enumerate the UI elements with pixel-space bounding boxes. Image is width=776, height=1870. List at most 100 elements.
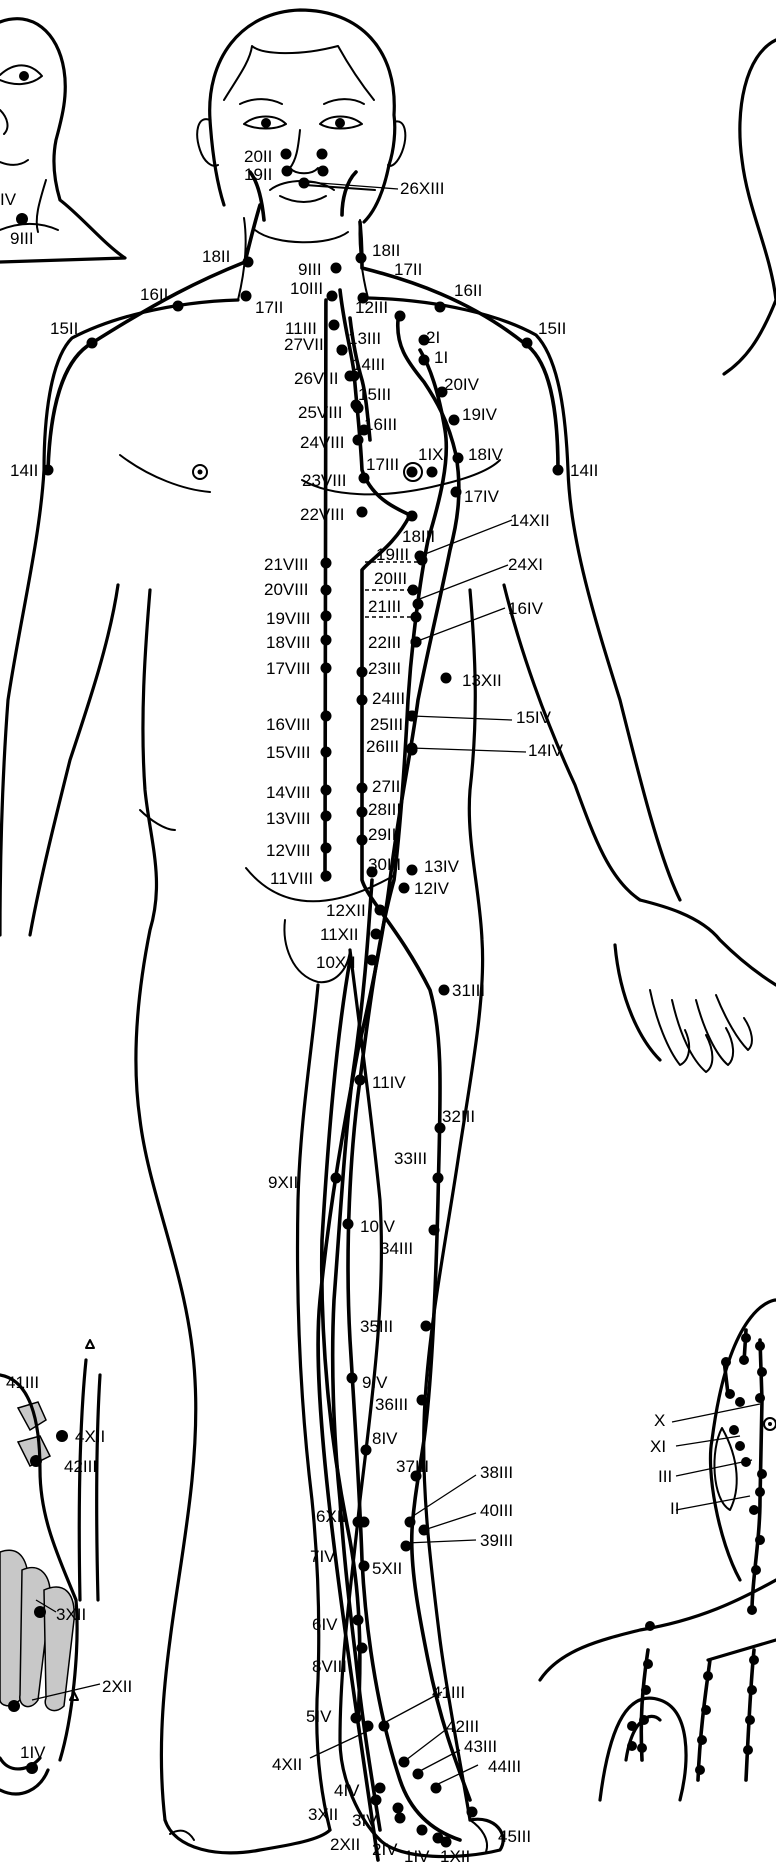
label-27viii: 27VIII — [284, 335, 328, 354]
point-43iii — [413, 1769, 424, 1780]
label-14ii-left: 14II — [10, 461, 38, 480]
point-31iii — [439, 985, 450, 996]
point-9xii — [331, 1173, 342, 1184]
label-24xi: 24XI — [508, 555, 543, 574]
label-45iii: 45III — [498, 1827, 531, 1846]
label-12xii: 12XII — [326, 901, 366, 920]
point-35iii — [421, 1321, 432, 1332]
label-38iii: 38III — [480, 1463, 513, 1482]
point-15ii-r — [522, 338, 533, 349]
label-5xii: 5XII — [372, 1559, 402, 1578]
label-18iv: 18IV — [468, 445, 504, 464]
point-27viii — [337, 345, 348, 356]
label-4iv: 4IV — [334, 1781, 360, 1800]
label-13iv: 13IV — [424, 857, 460, 876]
label-15viii: 15VIII — [266, 743, 310, 762]
label-14iv: 14IV — [528, 741, 564, 760]
label-13xii: 13XII — [462, 671, 502, 690]
label-23viii: 23VIII — [302, 471, 346, 490]
point-11viii — [321, 871, 332, 882]
label-42iii: 42III — [446, 1717, 479, 1736]
inset-head-top-right — [724, 40, 776, 374]
label-22viii: 22VIII — [300, 505, 344, 524]
label-34iii: 34III — [380, 1239, 413, 1258]
label-12iv: 12IV — [414, 879, 450, 898]
point-20iii — [408, 585, 419, 596]
point-18iv — [453, 453, 464, 464]
point-10xii — [367, 955, 378, 966]
label-17iv: 17IV — [464, 487, 500, 506]
point-2xii — [395, 1813, 406, 1824]
body-outline — [0, 10, 776, 1857]
label-9iii: 9III — [298, 260, 322, 279]
point-29iii — [357, 835, 368, 846]
point-14iv — [407, 745, 418, 756]
label-19ii: 19II — [244, 165, 272, 184]
point-4xii — [363, 1721, 374, 1732]
point-16ii-l — [173, 301, 184, 312]
label-18ii-left: 18II — [202, 247, 230, 266]
point-11iv — [355, 1075, 366, 1086]
point-18iii — [407, 511, 418, 522]
inset-foot-bottom-left: 41III 4XII 42III 3XII 2XII 1IV — [0, 1340, 132, 1794]
label-25iii: 25III — [370, 715, 403, 734]
label-15iii: 15III — [358, 385, 391, 404]
point-6xii — [359, 1517, 370, 1528]
label-inset-42iii: 42III — [64, 1457, 97, 1476]
label-33iii: 33III — [394, 1149, 427, 1168]
label-39iii: 39III — [480, 1531, 513, 1550]
label-18ii-right: 18II — [372, 241, 400, 260]
label-8viii: 8VIII — [312, 1657, 347, 1676]
label-28iii: 28III — [368, 800, 401, 819]
label-15ii-right: 15II — [538, 319, 566, 338]
label-18iii: 18III — [402, 527, 435, 546]
label-16viii: 16VIII — [266, 715, 310, 734]
point-3iv — [393, 1803, 404, 1814]
point-15iv — [407, 711, 418, 722]
label-inset-4xii: 4XII — [75, 1427, 105, 1446]
label-43iii: 43III — [464, 1737, 497, 1756]
point-16ii-r — [435, 302, 446, 313]
point-17iv — [451, 487, 462, 498]
point-24viii — [353, 435, 364, 446]
label-23iii: 23III — [368, 659, 401, 678]
label-36iii: 36III — [375, 1395, 408, 1414]
label-24iii: 24III — [372, 689, 405, 708]
label-6iv: 6IV — [312, 1615, 338, 1634]
label-10iv: 10IV — [360, 1217, 396, 1236]
label-2iv: 2IV — [372, 1840, 398, 1859]
label-10xii: 10XII — [316, 953, 356, 972]
point-3xii — [371, 1795, 382, 1806]
point-39iii — [401, 1541, 412, 1552]
point-18ii-r — [356, 253, 367, 264]
point-13xii — [441, 673, 452, 684]
label-31iii: 31III — [452, 981, 485, 1000]
label-9xii: 9XII — [268, 1173, 298, 1192]
label-12viii: 12VIII — [266, 841, 310, 860]
point-10iii — [327, 291, 338, 302]
point-41iii — [379, 1721, 390, 1732]
label-16iii: 16III — [364, 415, 397, 434]
label-19iii: 19III — [376, 545, 409, 564]
label-17iii: 17III — [366, 455, 399, 474]
point-13viii — [321, 811, 332, 822]
label-inset-xi: XI — [650, 1437, 666, 1456]
label-9iv: 9IV — [362, 1373, 388, 1392]
label-8iv: 8IV — [372, 1429, 398, 1448]
label-1i: 1I — [434, 348, 448, 367]
point-26xiii — [299, 178, 310, 189]
label-20ii: 20II — [244, 147, 272, 166]
point-6iv — [353, 1615, 364, 1626]
label-11iv: 11IV — [372, 1073, 406, 1092]
point-23iii — [357, 667, 368, 678]
point-13iv — [407, 865, 418, 876]
label-35iii: 35III — [360, 1317, 393, 1336]
label-13iii: 13III — [348, 329, 381, 348]
label-12iii: 12III — [355, 298, 388, 317]
point-11iii — [329, 320, 340, 331]
point-5iv — [351, 1713, 362, 1724]
point-1xii — [441, 1837, 452, 1848]
label-inset-41iii: 41III — [6, 1373, 39, 1392]
label-10iii: 10III — [290, 279, 323, 298]
label-20iii: 20III — [374, 569, 407, 588]
